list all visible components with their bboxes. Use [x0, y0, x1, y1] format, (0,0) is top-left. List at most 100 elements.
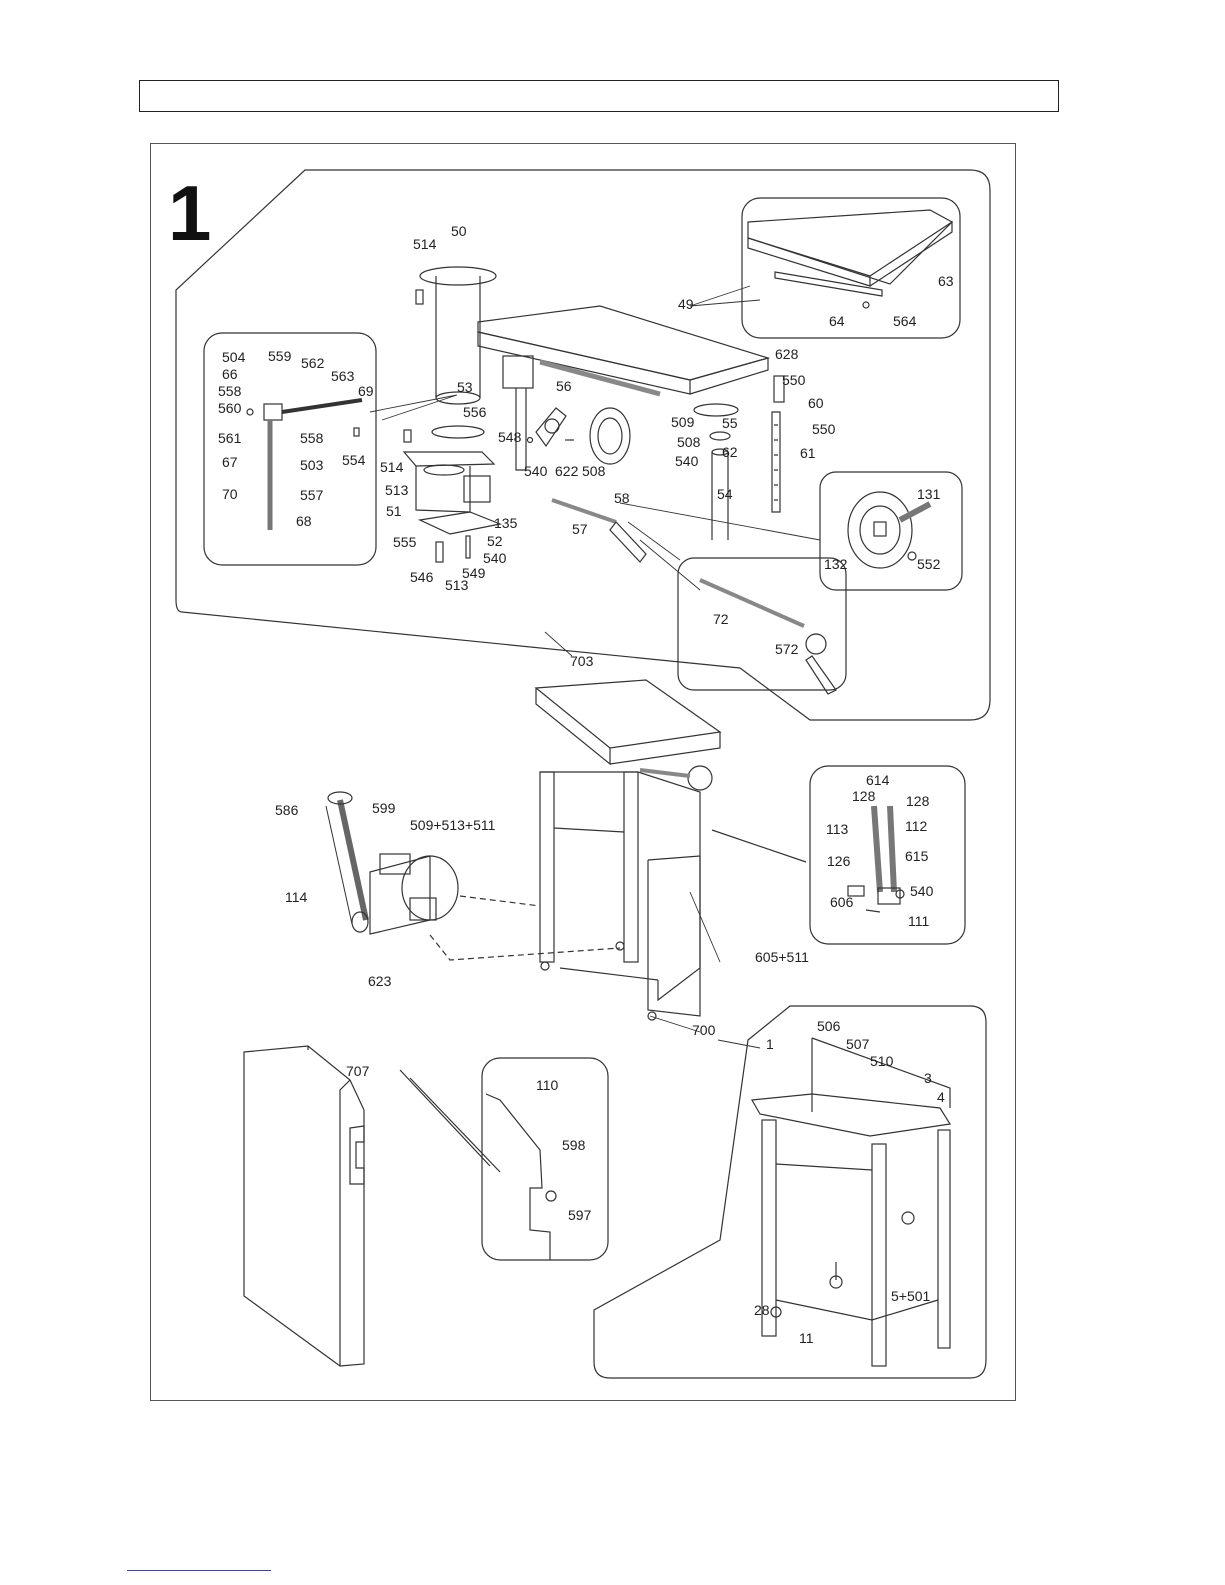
part-label-l513a: 513 [385, 482, 409, 498]
part-label-l554: 554 [342, 452, 366, 468]
part-label-l555: 555 [393, 534, 417, 550]
part-label-l11: 11 [799, 1330, 814, 1346]
figure-number: 1 [168, 169, 211, 257]
header-box [139, 80, 1059, 112]
part-label-l550b: 550 [812, 421, 836, 437]
part-label-l614: 614 [866, 772, 890, 788]
part-label-l540b: 540 [675, 453, 699, 469]
part-label-l5501: 5+501 [891, 1288, 931, 1304]
part-label-l503: 503 [300, 457, 324, 473]
part-label-l707: 707 [346, 1063, 370, 1079]
part-label-l615: 615 [905, 848, 929, 864]
part-label-l62: 62 [722, 444, 738, 460]
upper-leader-lines [369, 285, 821, 657]
part-label-l703: 703 [570, 653, 594, 669]
handwheel-detail-box [819, 471, 963, 591]
column-part [415, 266, 497, 439]
part-label-l558b: 558 [300, 430, 324, 446]
part-label-l560: 560 [218, 400, 242, 416]
part-label-l550a: 550 [782, 372, 806, 388]
part-label-l60: 60 [808, 395, 824, 411]
part-label-l548: 548 [498, 429, 522, 445]
part-label-l546: 546 [410, 569, 434, 585]
part-label-l552: 552 [917, 556, 941, 572]
part-label-l564: 564 [893, 313, 917, 329]
part-label-l513b: 513 [445, 577, 469, 593]
spindle-detail-box [203, 332, 377, 566]
screw-detail-box [809, 765, 966, 945]
part-label-l1: 1 [766, 1036, 774, 1052]
upper-assembly-outline [175, 169, 991, 721]
part-label-l623: 623 [368, 973, 392, 989]
part-label-l598: 598 [562, 1137, 586, 1153]
part-label-l66: 66 [222, 366, 238, 382]
part-label-l586: 586 [275, 802, 299, 818]
base-cabinet-part [751, 1037, 951, 1367]
part-label-l572: 572 [775, 641, 799, 657]
part-label-l597: 597 [568, 1207, 592, 1223]
part-label-l599: 599 [372, 800, 396, 816]
footer-link-underline[interactable] [127, 1570, 271, 1571]
part-label-l56: 56 [556, 378, 572, 394]
part-label-l57: 57 [572, 521, 588, 537]
base-assembly-outline [593, 1005, 987, 1379]
part-label-l700: 700 [692, 1022, 716, 1038]
part-label-l114: 114 [285, 889, 308, 905]
part-label-l562: 562 [301, 355, 325, 371]
part-label-l606: 606 [830, 894, 854, 910]
lower-leader-lines [649, 891, 761, 1049]
part-label-l67: 67 [222, 454, 238, 470]
part-label-l558a: 558 [218, 383, 242, 399]
part-label-l132: 132 [824, 556, 848, 572]
lever-detail [699, 578, 837, 695]
part-label-l540d: 540 [910, 883, 934, 899]
panel-detail-box [481, 1057, 609, 1261]
part-label-l51: 51 [386, 503, 402, 519]
part-label-l557: 557 [300, 487, 324, 503]
part-label-l549: 549 [462, 565, 486, 581]
part-label-l507: 507 [846, 1036, 870, 1052]
part-label-l628: 628 [775, 346, 799, 362]
part-label-l126: 126 [827, 853, 851, 869]
screw-detail-parts [711, 805, 905, 913]
part-label-l135: 135 [494, 515, 518, 531]
part-label-l622: 622 [555, 463, 579, 479]
part-label-l113: 113 [826, 821, 849, 837]
part-label-l3: 3 [924, 1070, 932, 1086]
spindle-detail-parts [246, 398, 363, 530]
part-label-l61: 61 [800, 445, 816, 461]
part-label-l50: 50 [451, 223, 467, 239]
part-label-l509a: 509 [671, 414, 695, 430]
part-label-l53: 53 [457, 379, 473, 395]
part-label-l508a: 508 [582, 463, 606, 479]
part-label-l556: 556 [463, 404, 487, 420]
part-label-l559: 559 [268, 348, 292, 364]
part-label-l514a: 514 [413, 236, 437, 252]
table-top-detail [747, 209, 953, 309]
flange-and-wheel-parts [526, 403, 739, 563]
part-label-l110: 110 [536, 1077, 559, 1093]
part-label-l68: 68 [296, 513, 312, 529]
side-panel-part [243, 1045, 365, 1367]
part-label-l128b: 128 [906, 793, 930, 809]
handwheel-detail [847, 491, 932, 569]
part-label-l605: 605+511 [755, 949, 809, 965]
part-label-l506: 506 [817, 1018, 841, 1034]
part-label-l5095: 509+513+511 [410, 817, 496, 833]
part-label-l54: 54 [717, 486, 733, 502]
part-label-l131: 131 [917, 486, 941, 502]
part-label-l63: 63 [938, 273, 954, 289]
part-label-l128a: 128 [852, 788, 876, 804]
motor-and-belt-part [325, 791, 621, 961]
part-label-l504: 504 [222, 349, 246, 365]
part-label-l72: 72 [713, 611, 729, 627]
part-label-l4: 4 [937, 1089, 945, 1105]
part-label-l52: 52 [487, 533, 503, 549]
part-label-l561: 561 [218, 430, 242, 446]
drawing-frame [150, 143, 1016, 1401]
part-label-l540a: 540 [524, 463, 548, 479]
main-table-part [477, 305, 771, 471]
part-label-l508b: 508 [677, 434, 701, 450]
